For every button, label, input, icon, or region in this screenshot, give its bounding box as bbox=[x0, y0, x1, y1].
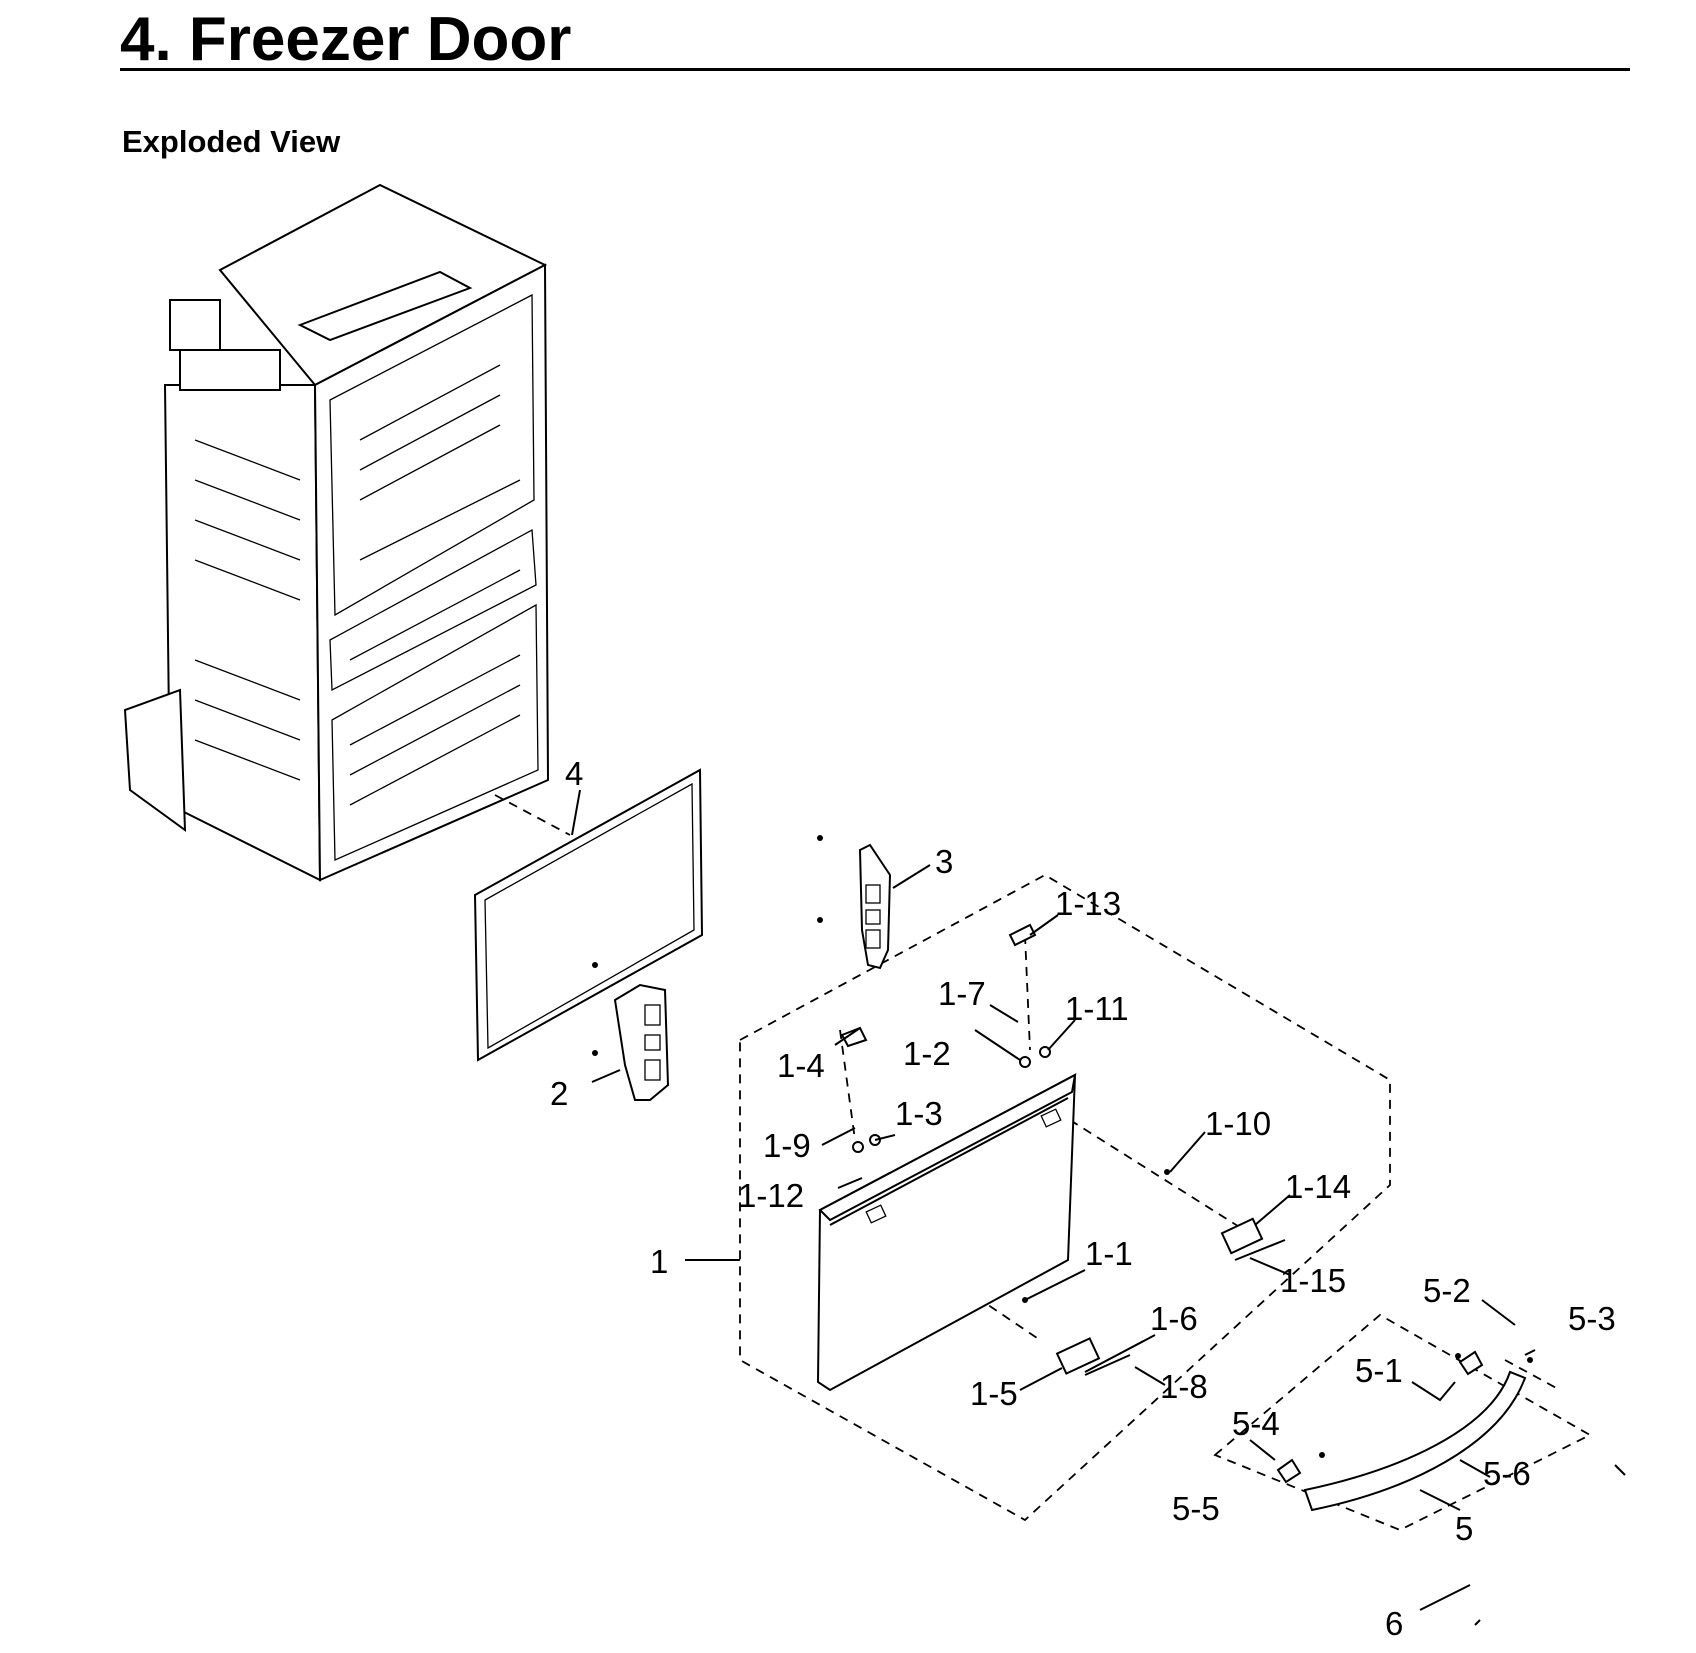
callout-1-11: 1-11 bbox=[1065, 990, 1129, 1027]
callout-4: 4 bbox=[565, 755, 583, 792]
callout-3: 3 bbox=[935, 843, 953, 880]
callout-1-12: 1-12 bbox=[738, 1177, 804, 1214]
callout-1-1: 1-1 bbox=[1085, 1235, 1133, 1272]
hinge-bracket-lower bbox=[613, 983, 670, 1101]
callout-1-3: 1-3 bbox=[895, 1095, 943, 1132]
callout-1-4: 1-4 bbox=[777, 1047, 825, 1084]
hinge-bracket-upper bbox=[858, 843, 892, 970]
callout-5-3: 5-3 bbox=[1568, 1300, 1616, 1337]
callout-1-13: 1-13 bbox=[1055, 885, 1121, 922]
door-gasket bbox=[473, 768, 704, 1062]
callout-1-15: 1-15 bbox=[1280, 1262, 1346, 1299]
callout-1-2: 1-2 bbox=[903, 1035, 951, 1072]
callout-1-6: 1-6 bbox=[1150, 1300, 1198, 1337]
page-title: 4. Freezer Door bbox=[120, 5, 572, 74]
callout-1-7: 1-7 bbox=[938, 975, 986, 1012]
callout-5-4: 5-4 bbox=[1232, 1405, 1280, 1442]
small-parts bbox=[592, 835, 1286, 1376]
callout-5-6: 5-6 bbox=[1483, 1455, 1531, 1492]
callout-labels: 1 1-1 1-2 1-3 1-4 1-5 1-6 1-7 1-8 1-9 1-… bbox=[550, 755, 1616, 1642]
callout-1-10: 1-10 bbox=[1205, 1105, 1271, 1142]
handle-assembly bbox=[1276, 1350, 1626, 1626]
section-subtitle: Exploded View bbox=[122, 124, 341, 159]
refrigerator-cabinet bbox=[123, 183, 550, 882]
callout-5-1: 5-1 bbox=[1355, 1352, 1403, 1389]
callout-1: 1 bbox=[650, 1243, 668, 1280]
callout-5-5: 5-5 bbox=[1172, 1490, 1220, 1527]
callout-6: 6 bbox=[1385, 1605, 1403, 1642]
callout-1-9: 1-9 bbox=[763, 1127, 811, 1164]
callout-5: 5 bbox=[1455, 1510, 1473, 1547]
title-rule bbox=[120, 68, 1630, 71]
leader-lines bbox=[571, 789, 1536, 1611]
callout-2: 2 bbox=[550, 1075, 568, 1112]
callout-1-5: 1-5 bbox=[970, 1375, 1018, 1412]
callout-5-2: 5-2 bbox=[1423, 1272, 1471, 1309]
freezer-door-panel bbox=[816, 1073, 1077, 1392]
callout-1-14: 1-14 bbox=[1285, 1168, 1351, 1205]
callout-1-8: 1-8 bbox=[1160, 1368, 1208, 1405]
